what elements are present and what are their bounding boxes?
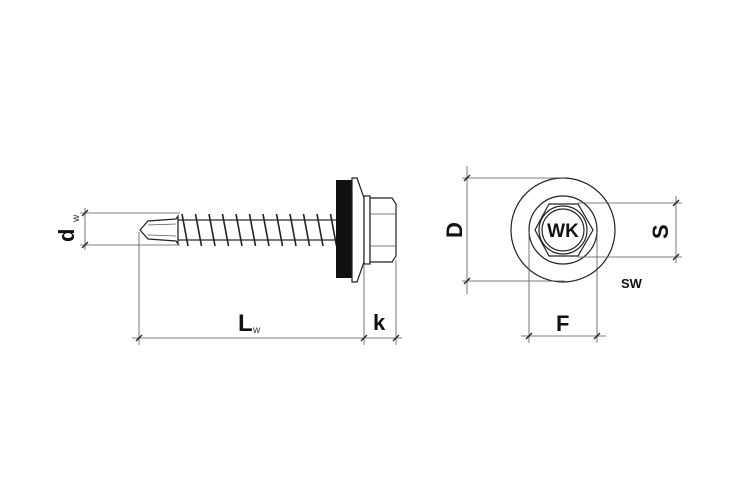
thread-turn [181, 213, 189, 247]
head-flange [363, 195, 371, 265]
drill-tip [139, 214, 179, 246]
d-label: D [442, 222, 467, 238]
screw-side-view: d w L w k [54, 177, 402, 345]
s-dimension: S [578, 196, 682, 263]
s-label: S [648, 224, 673, 239]
hex-head [369, 197, 397, 263]
marking-circle [541, 208, 585, 252]
thread-turn [262, 213, 270, 247]
thread-turn [316, 213, 324, 247]
k-label: k [373, 310, 386, 335]
dw-dimension: d w [54, 208, 180, 250]
screw-top-view: WK D S SW F [442, 166, 682, 343]
thread-turn [302, 213, 311, 247]
steel-washer [351, 177, 365, 283]
lw-label: L [238, 310, 253, 337]
thread-turn [194, 213, 203, 247]
thread-turn [329, 213, 338, 247]
thread-turn [289, 213, 297, 247]
thread-turn [235, 213, 243, 247]
thread-turn [275, 213, 284, 247]
dw-subscript: w [71, 214, 82, 223]
d-dimension: D [442, 166, 565, 294]
length-dimension: L w k [132, 232, 402, 345]
screw-threads [181, 213, 338, 247]
thread-turn [248, 213, 257, 247]
screw-shank [177, 219, 339, 241]
sw-label: SW [621, 276, 643, 291]
f-label: F [556, 311, 569, 336]
tip-flute [147, 223, 177, 226]
dw-label: d [54, 229, 79, 242]
thread-turn [221, 213, 230, 247]
tip-flute [147, 234, 177, 237]
epdm-washer [336, 180, 352, 278]
f-dimension: F [521, 232, 606, 343]
thread-turn [208, 213, 216, 247]
head-marking: WK [547, 221, 579, 242]
lw-subscript: w [252, 325, 261, 336]
